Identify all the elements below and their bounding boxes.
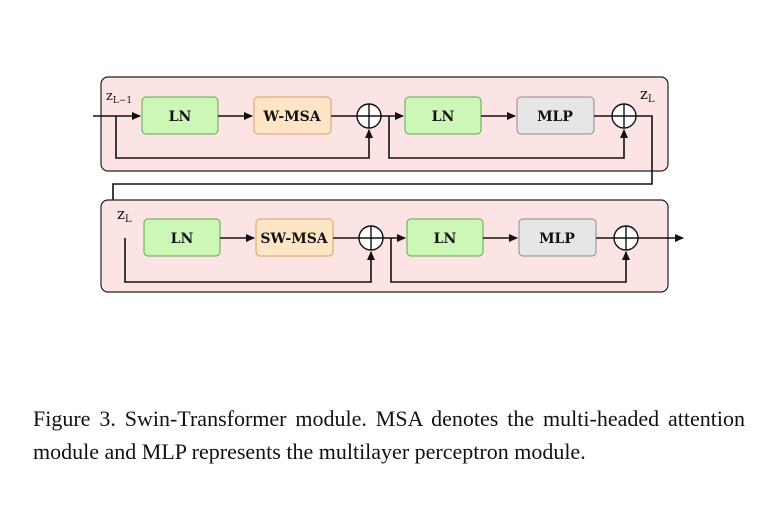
block-2-add-node-2 — [613, 225, 639, 251]
block-1-add-node-1 — [356, 103, 382, 129]
block-1-mlp-label: MLP — [537, 109, 573, 125]
block-1-w-msa-label: W-MSA — [262, 109, 321, 125]
block-2-add-node-1 — [358, 225, 384, 251]
block-2-ln-box-2: LN — [406, 218, 484, 257]
block-2-ln-box-1: LN — [143, 218, 221, 257]
block-2-mlp-box: MLP — [518, 218, 597, 257]
block-2-ln-label-2: LN — [434, 231, 457, 247]
block-1-ln-box-2: LN — [404, 96, 482, 135]
block-1-add-node-2 — [611, 103, 637, 129]
figure-caption: Figure 3. Swin-Transformer module. MSA d… — [33, 406, 745, 464]
block-1-w-msa-box: W-MSA — [253, 96, 332, 135]
sw-msa-block: zL LN SW-MSA LN MLP — [100, 199, 684, 293]
block-1-ln-box-1: LN — [141, 96, 219, 135]
block-2-ln-label-1: LN — [171, 231, 194, 247]
block-1-ln-label-2: LN — [432, 109, 455, 125]
block-1-input-label: zL−1 — [106, 89, 132, 106]
w-msa-block: zL−1 zL LN W-MSA LN MLP — [93, 76, 669, 242]
swin-transformer-diagram: zL−1 zL LN W-MSA LN MLP — [93, 76, 684, 293]
block-2-sw-msa-label: SW-MSA — [260, 231, 328, 247]
block-1-ln-label-1: LN — [169, 109, 192, 125]
block-2-input-label: zL — [117, 205, 132, 225]
block-2-sw-msa-box: SW-MSA — [255, 218, 334, 257]
block-2-mlp-label: MLP — [539, 231, 575, 247]
block-1-output-label: zL — [640, 85, 655, 105]
block-1-mlp-box: MLP — [516, 96, 595, 135]
